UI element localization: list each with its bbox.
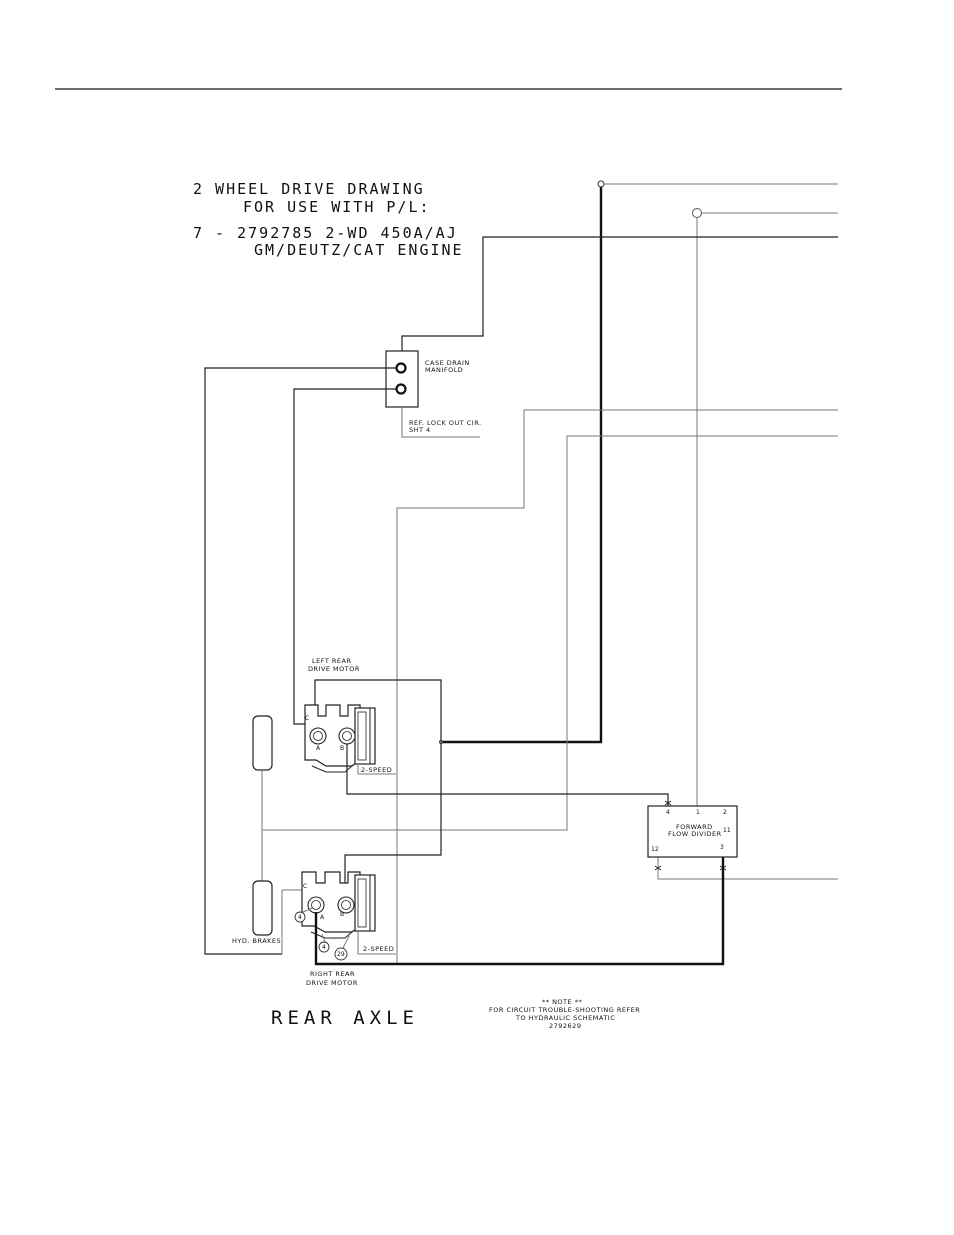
callout-text-1: 4 bbox=[298, 914, 302, 921]
line-410 bbox=[396, 409, 838, 964]
fd-port-12: 12 bbox=[651, 846, 659, 853]
callout-leader-1 bbox=[300, 907, 313, 914]
right-rear-drive-motor bbox=[301, 871, 376, 939]
callout-circle-2 bbox=[318, 941, 330, 953]
callout-leader-3 bbox=[342, 935, 350, 949]
left-motor-label-1: LEFT REAR bbox=[312, 657, 351, 665]
note-line-2: FOR CIRCUIT TROUBLE-SHOOTING REFER bbox=[489, 1006, 640, 1014]
manifold-port-2 bbox=[395, 383, 407, 395]
fd-port-3: 3 bbox=[720, 844, 724, 851]
line-top-vertical bbox=[441, 187, 603, 744]
callout-text-2: 4 bbox=[322, 944, 326, 951]
callout-circle-1 bbox=[294, 911, 306, 923]
title-line-1: 2 WHEEL DRIVE DRAWING bbox=[193, 180, 425, 198]
left-port-c: C bbox=[305, 715, 309, 722]
line-lockout bbox=[401, 407, 480, 438]
fd-port-11: 11 bbox=[723, 827, 731, 834]
line-drain-port2 bbox=[293, 388, 396, 725]
left-motor-label-2: DRIVE MOTOR bbox=[308, 665, 360, 673]
callout-circle-3 bbox=[334, 947, 348, 961]
fd-port-2: 2 bbox=[723, 809, 727, 816]
line-right-2speed bbox=[357, 931, 396, 955]
case-drain-label-1: CASE DRAIN bbox=[425, 359, 470, 367]
two-speed-right-label: 2-SPEED bbox=[363, 945, 394, 953]
line-left-motor-top bbox=[314, 679, 442, 883]
right-motor-label-1: RIGHT REAR bbox=[310, 970, 355, 978]
right-port-a: A bbox=[320, 914, 325, 921]
line-left-2speed bbox=[357, 764, 396, 775]
left-rear-drive-motor bbox=[304, 704, 376, 773]
left-port-a: A bbox=[316, 745, 321, 752]
lockout-label-1: REF. LOCK OUT CIR. bbox=[409, 419, 482, 427]
case-drain-manifold bbox=[385, 350, 419, 408]
note-line-1: ** NOTE ** bbox=[542, 998, 582, 1006]
callout-text-3: 29 bbox=[337, 951, 345, 958]
right-port-b: B bbox=[340, 911, 344, 918]
check-mark-2 bbox=[654, 865, 662, 871]
two-speed-left-label: 2-SPEED bbox=[361, 766, 392, 774]
hyd-brake-top bbox=[252, 715, 273, 771]
lockout-label-2: SHT 4 bbox=[409, 426, 431, 434]
fd-port-1: 1 bbox=[696, 809, 700, 816]
right-motor-label-2: DRIVE MOTOR bbox=[306, 979, 358, 987]
flow-divider-label-2: FLOW DIVIDER bbox=[668, 830, 722, 838]
title-line-2: FOR USE WITH P/L: bbox=[243, 198, 431, 216]
line-879 bbox=[657, 857, 838, 880]
forward-flow-divider bbox=[647, 805, 738, 858]
fd-port-4: 4 bbox=[666, 809, 670, 816]
note-line-3: TO HYDRAULIC SCHEMATIC bbox=[515, 1014, 615, 1022]
flow-divider-label-1: FORWARD bbox=[676, 823, 713, 831]
right-port-c: C bbox=[303, 883, 307, 890]
left-port-b: B bbox=[340, 745, 344, 752]
hyd-brakes-label: HYD. BRAKES bbox=[232, 937, 281, 945]
case-drain-label-2: MANIFOLD bbox=[425, 366, 463, 374]
node-second bbox=[692, 208, 702, 218]
title-line-4: GM/DEUTZ/CAT ENGINE bbox=[254, 241, 464, 259]
line-left-b-to-fd bbox=[346, 744, 669, 806]
line-drain-port1 bbox=[204, 367, 396, 955]
line-case-drain-return bbox=[401, 236, 838, 351]
check-mark-3 bbox=[719, 865, 727, 871]
check-mark-1 bbox=[664, 800, 672, 806]
rear-axle-title: REAR AXLE bbox=[271, 1007, 419, 1029]
callout-leader-2 bbox=[321, 933, 326, 943]
node-top bbox=[597, 180, 605, 188]
hyd-brake-bottom bbox=[252, 880, 273, 936]
manifold-port-1 bbox=[395, 362, 407, 374]
line-436 bbox=[262, 435, 838, 831]
note-line-4: 2792629 bbox=[549, 1022, 581, 1030]
line-right-to-fd bbox=[314, 857, 725, 966]
title-line-3: 7 - 2792785 2-WD 450A/AJ bbox=[193, 224, 458, 242]
